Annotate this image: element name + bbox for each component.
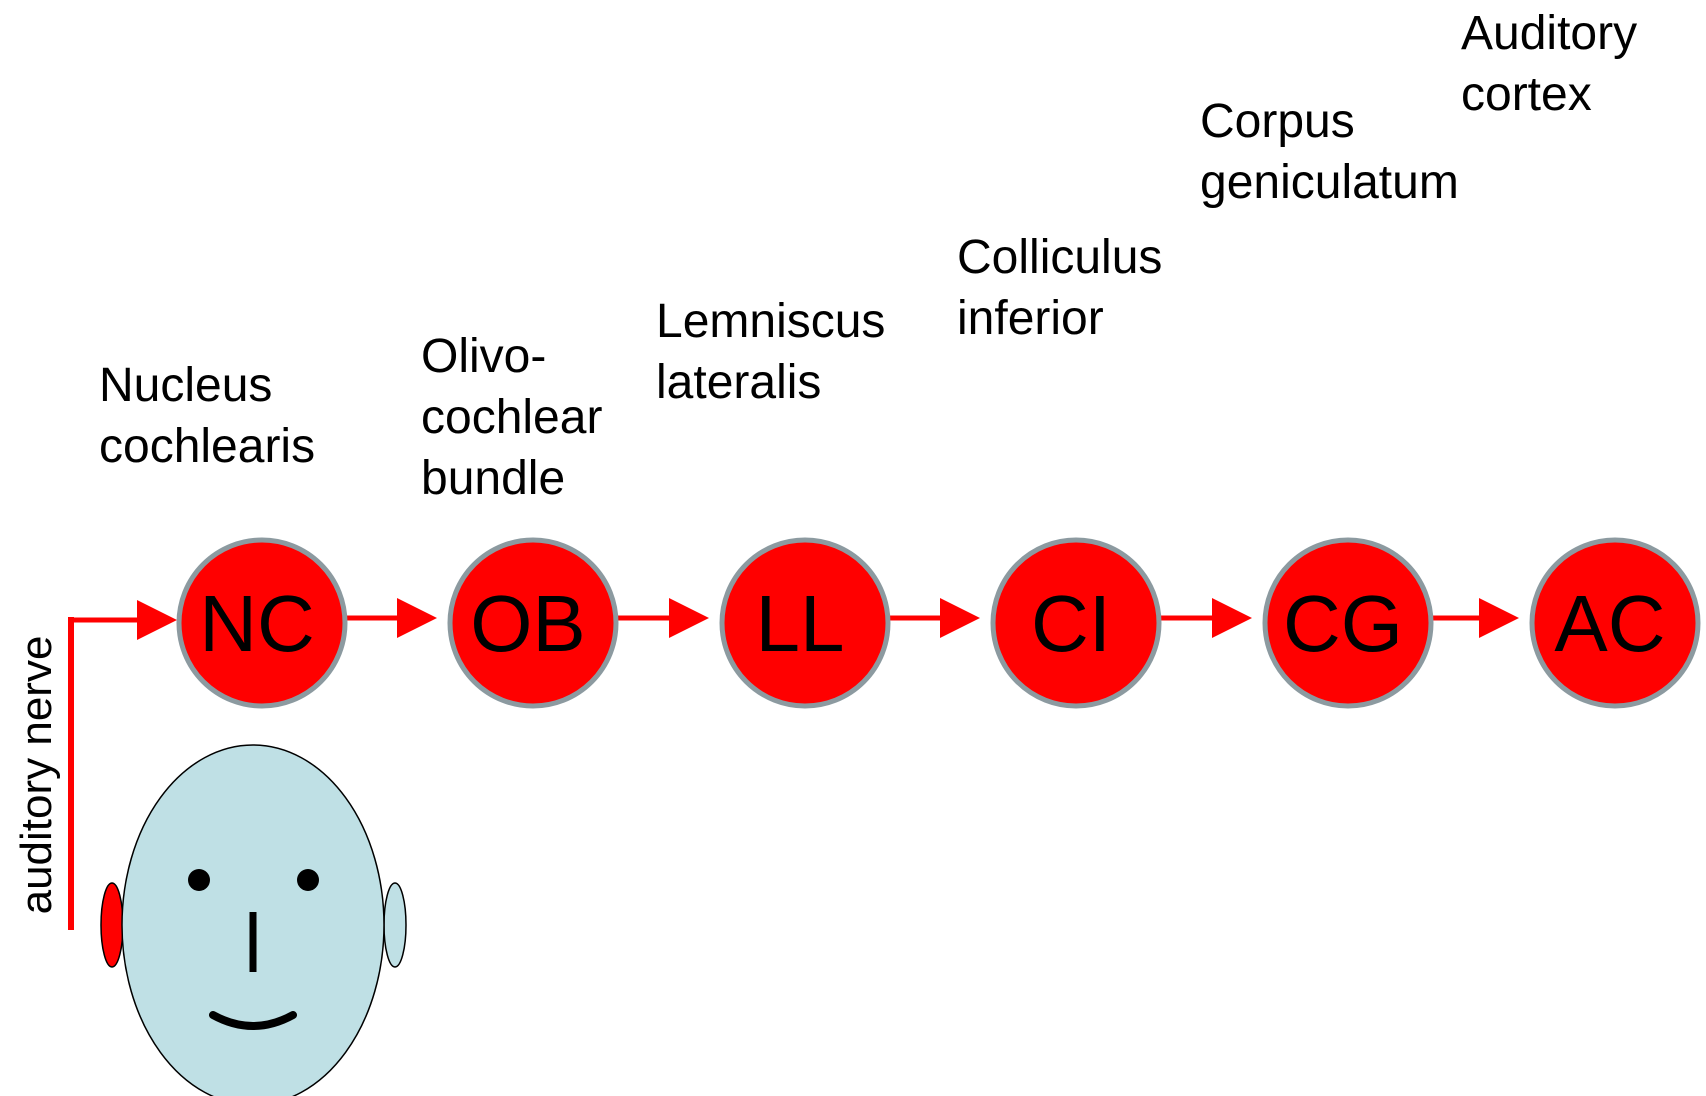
station-label-line: inferior [957,292,1104,345]
station-label-ll: Lemniscus lateralis [656,295,885,409]
pathway-nodes: NC OB LL CI CG AC [176,537,1701,709]
node-ll: LL [719,537,891,709]
node-abbreviation: AC [1554,579,1665,668]
station-label-nc: Nucleus cochlearis [99,359,315,473]
node-abbreviation: OB [470,579,586,668]
node-cg: CG [1262,537,1434,709]
station-labels: Nucleus cochlearis Olivo-cochlear bundle Lem… [99,7,1637,505]
station-label-line: Colliculus [957,231,1162,284]
station-label-line: cochlearis [99,420,315,473]
node-abbreviation: CG [1283,579,1403,668]
station-label-line: cochlear [421,391,602,444]
auditory-nerve-path [68,600,177,930]
left-ear-icon [100,882,124,968]
station-label-line: Corpus [1200,95,1355,148]
station-label-ci: Colliculus inferior [957,231,1162,345]
auditory-nerve-label: auditory nerve [12,636,61,915]
node-abbreviation: NC [199,579,315,668]
station-label-line: geniculatum [1200,156,1459,209]
station-label-line: Nucleus [99,359,272,412]
station-label-line: bundle [421,452,565,505]
station-label-line: Olivo- [421,330,546,383]
node-ob: OB [447,537,619,709]
mouth-icon [209,1011,297,1030]
station-label-line: cortex [1461,68,1592,121]
face-icon [100,744,407,1096]
node-nc: NC [176,537,348,709]
node-abbreviation: LL [756,579,845,668]
node-circle [1262,537,1434,709]
node-circle [990,537,1162,709]
node-circle [447,537,619,709]
node-ci: CI [990,537,1162,709]
station-label-line: lateralis [656,356,821,409]
station-label-line: Lemniscus [656,295,885,348]
station-label-cg: Corpus geniculatum [1200,95,1459,209]
node-circle [1529,537,1701,709]
right-eye-icon [297,869,319,891]
station-label-line: Auditory [1461,7,1637,60]
station-label-ob: Olivo-cochlear bundle [421,330,602,505]
node-circle [719,537,891,709]
node-circle [176,537,348,709]
node-ac: AC [1529,537,1701,709]
station-label-ac: Auditory cortex [1461,7,1637,121]
right-ear-icon [383,882,407,968]
left-eye-icon [188,869,210,891]
node-abbreviation: CI [1031,579,1111,668]
